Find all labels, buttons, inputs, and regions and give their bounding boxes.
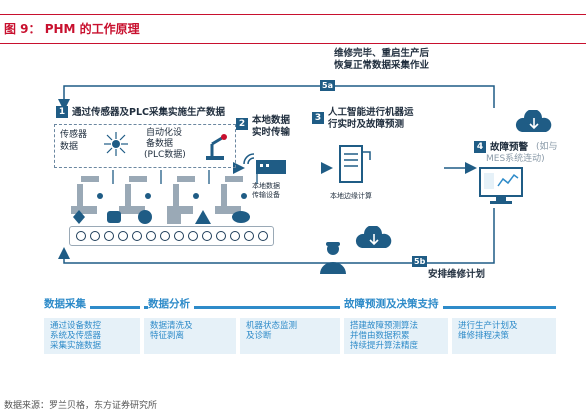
- stage-title-analysis: 数据分析: [148, 296, 194, 311]
- panel-line: 进行生产计划及: [458, 321, 518, 331]
- stage-panel-text: 机器状态监测 及诊断: [246, 321, 297, 341]
- plc-robot-icon: [206, 134, 227, 160]
- step3-label-2: 行实时及故障预测: [328, 119, 405, 130]
- conveyor-roller: [216, 231, 226, 241]
- stage-panel-collection: 通过设备数控 系统及传感器 采集实施数据: [44, 318, 140, 354]
- conveyor-belt: [69, 226, 274, 246]
- stage-panel-cleaning: 数据清洗及 特征剥离: [144, 318, 236, 354]
- conveyor-roller: [104, 231, 114, 241]
- cloud-download-icon: [355, 226, 392, 248]
- stage-panel-algorithm: 搭建故障预测算法 并借由数据积累 持续提升算法精度: [344, 318, 448, 354]
- stage-title-prediction: 故障预测及决策支持: [344, 296, 443, 311]
- stage-panel-text: 通过设备数控 系统及传感器 采集实施数据: [50, 321, 101, 351]
- step2-label-2: 实时传输: [252, 127, 291, 138]
- step5b-label: 安排维修计划: [428, 269, 486, 280]
- panel-line: 系统及传感器: [50, 331, 102, 341]
- sensor-label-2: 数据: [60, 142, 79, 152]
- panel-line: 搭建故障预测算法: [350, 321, 419, 331]
- stage-panel-text: 搭建故障预测算法 并借由数据积累 持续提升算法精度: [350, 321, 418, 351]
- conveyor-roller: [90, 231, 100, 241]
- transmit-device-icon: [243, 153, 286, 174]
- stage-panel-text: 进行生产计划及 维修排程决策: [458, 321, 518, 341]
- stage-panel-text: 数据清洗及 特征剥离: [150, 321, 193, 341]
- panel-line: 特征剥离: [150, 331, 185, 341]
- conveyor-roller: [76, 231, 86, 241]
- figure-source: 数据来源：罗兰贝格，东方证券研究所: [4, 401, 158, 411]
- figure-title-bar: 图 9： PHM 的工作原理: [0, 14, 586, 44]
- stage-title-collection: 数据采集: [44, 296, 90, 311]
- conveyor-roller: [132, 231, 142, 241]
- restart-arrow: [58, 85, 495, 111]
- conveyor-roller: [244, 231, 254, 241]
- step4-note: (如与: [536, 142, 558, 152]
- conveyor-roller: [258, 231, 268, 241]
- monitor-icon: [479, 167, 523, 204]
- stage-panel-scheduling: 进行生产计划及 维修排程决策: [452, 318, 556, 354]
- title-bottom-rule: [0, 43, 586, 44]
- panel-line: 并借由数据积累: [350, 331, 410, 341]
- step1-label: 通过传感器及PLC采集实施生产数据: [72, 107, 225, 118]
- conveyor-roller: [146, 231, 156, 241]
- step2-label-1: 本地数据: [252, 115, 291, 126]
- phm-diagram: 1 通过传感器及PLC采集实施生产数据 传感器 数据 自动化设 备数据 (PLC…: [44, 48, 558, 348]
- technician-icon: [320, 242, 346, 274]
- data-source-box: [54, 124, 236, 168]
- title-top-rule: [0, 14, 586, 15]
- flow-arrows-svg: [58, 85, 495, 264]
- auto-label-2: 备数据: [146, 139, 174, 149]
- panel-line: 维修排程决策: [458, 331, 510, 341]
- product-shapes: [73, 210, 250, 224]
- edge-server-icon: [339, 145, 371, 183]
- stage-bar: 数据采集 数据分析 故障预测及决策支持 通过设备数控 系统及传感器 采集实施数据…: [44, 296, 556, 362]
- stage-line-3: [344, 306, 556, 309]
- conveyor-roller: [188, 231, 198, 241]
- sensor-network-icon: [104, 132, 128, 156]
- cloud-icon: [515, 110, 552, 132]
- step2-number: 2: [236, 118, 248, 130]
- conveyor-roller: [174, 231, 184, 241]
- stage-line-2: [144, 306, 340, 309]
- edge-compute-label: 本地边缘计算: [330, 192, 372, 200]
- panel-line: 机器状态监测: [246, 321, 298, 331]
- step1-number: 1: [56, 106, 68, 118]
- stage-panel-monitoring: 机器状态监测 及诊断: [240, 318, 340, 354]
- step3-number: 3: [312, 112, 324, 124]
- step4-number: 4: [474, 141, 486, 153]
- panel-line: 数据清洗及: [150, 321, 193, 331]
- step3-label-1: 人工智能进行机器运: [328, 107, 414, 118]
- conveyor-roller: [160, 231, 170, 241]
- step5a-tag: 5a: [320, 80, 335, 91]
- step5a-label-1: 维修完毕、重启生产后: [334, 48, 430, 59]
- auto-label-3: (PLC数据): [144, 150, 186, 160]
- step5b-tag: 5b: [412, 256, 428, 267]
- maintenance-arrow: [58, 208, 495, 264]
- panel-line: 及诊断: [246, 331, 272, 341]
- step5a-label-2: 恢复正常数据采集作业: [334, 60, 430, 71]
- step4-label: 故障预警: [490, 142, 529, 153]
- transmit-device-label-1: 本地数据: [252, 182, 280, 190]
- transmit-device-label-2: 传输设备: [252, 191, 280, 199]
- conveyor-roller: [202, 231, 212, 241]
- conveyor-roller: [118, 231, 128, 241]
- auto-label-1: 自动化设: [146, 128, 183, 138]
- conveyor-roller: [230, 231, 240, 241]
- sensor-label-1: 传感器: [60, 130, 88, 140]
- panel-line: 通过设备数控: [50, 321, 102, 331]
- figure-title: 图 9： PHM 的工作原理: [4, 22, 140, 36]
- panel-line: 持续提升算法精度: [350, 341, 419, 351]
- stage-line-1: [44, 306, 140, 309]
- step4-note-line2: MES系统连动): [486, 154, 545, 164]
- panel-line: 采集实施数据: [50, 341, 102, 351]
